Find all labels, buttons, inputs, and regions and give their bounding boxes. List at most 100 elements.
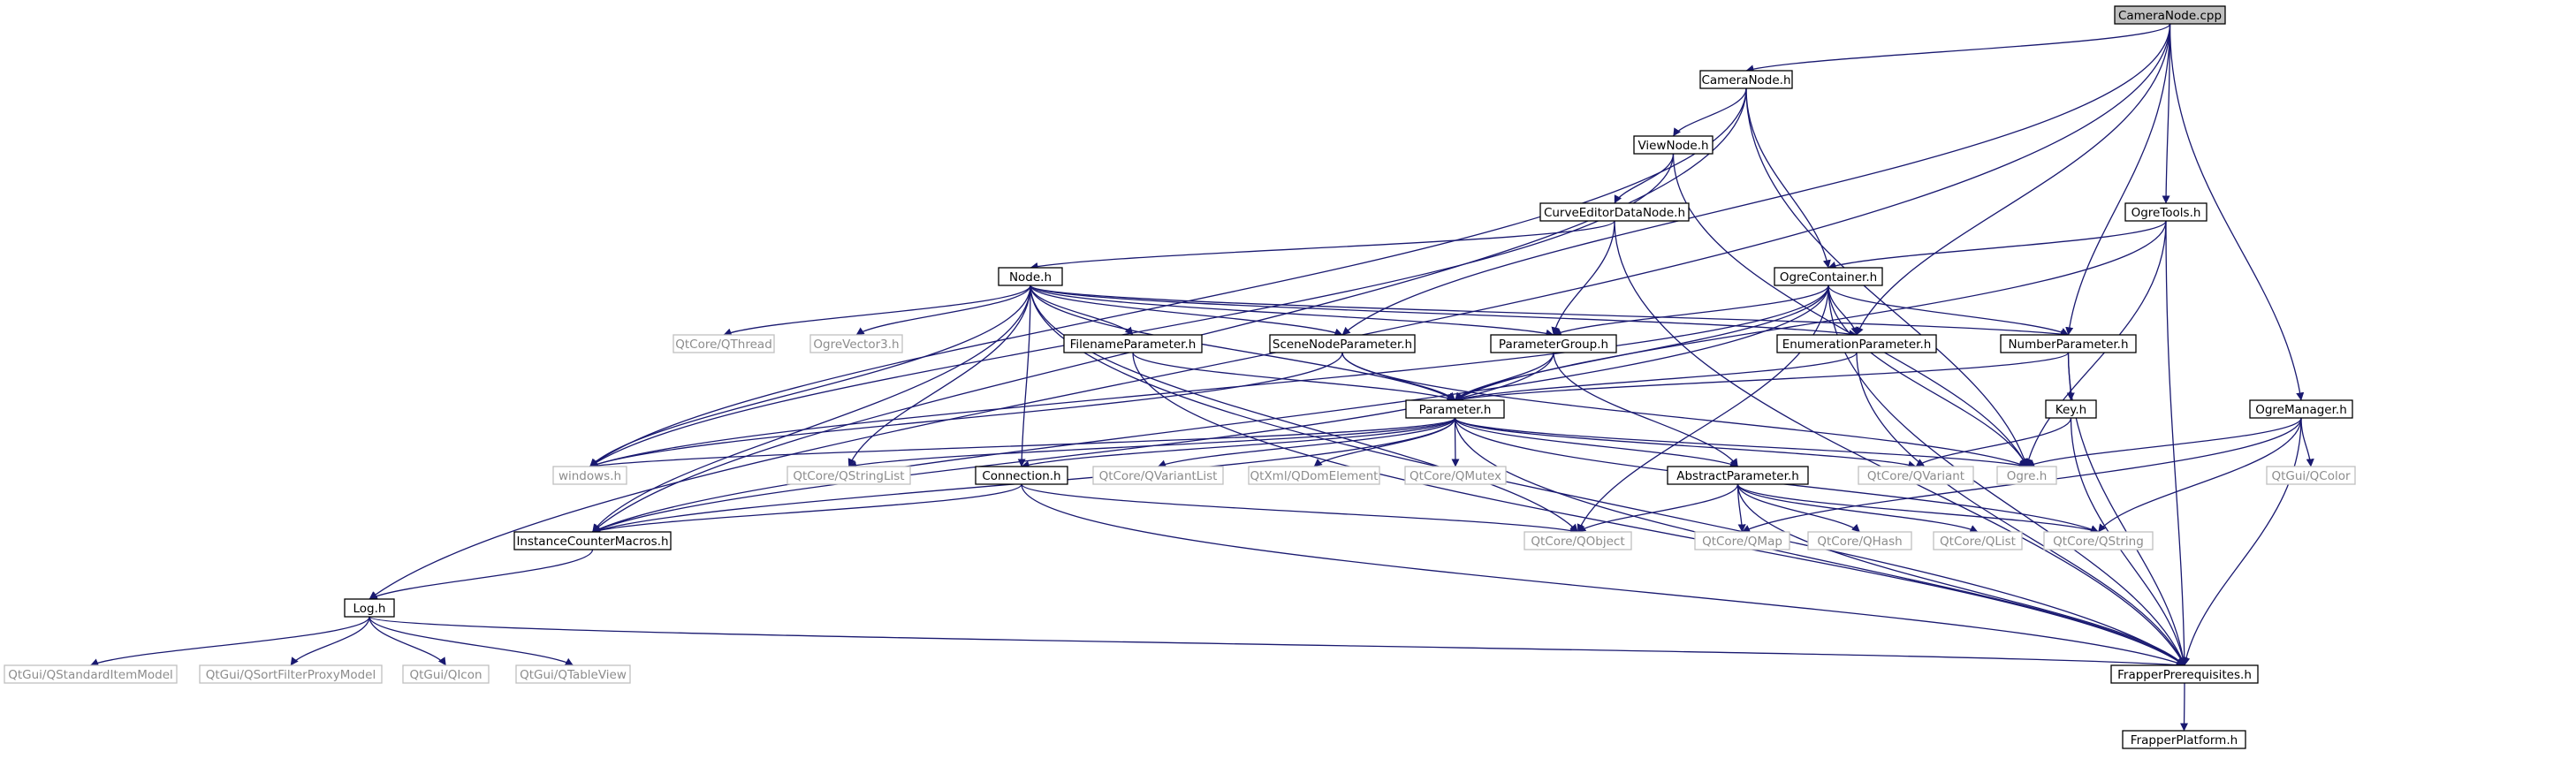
edge-abstractparameter_h-to-qhash <box>1736 483 1860 533</box>
node-qstring[interactable]: QtCore/QString <box>2043 531 2154 550</box>
node-label-connection_h: Connection.h <box>982 469 1060 483</box>
node-box-qmap <box>1694 531 1790 550</box>
edge-cameranode_h-to-instancecountermacros_h <box>592 87 1747 533</box>
edge-cameranode_cpp-to-ogremanager_h <box>2169 23 2305 401</box>
node-label-cameranode_cpp: CameraNode.cpp <box>2118 9 2222 23</box>
node-filenameparameter_h[interactable]: FilenameParameter.h <box>1063 334 1203 353</box>
node-ogremanager_h[interactable]: OgreManager.h <box>2249 399 2353 419</box>
node-label-qmap: QtCore/QMap <box>1702 535 1782 549</box>
node-label-qstring: QtCore/QString <box>2053 535 2144 549</box>
node-ogretools_h[interactable]: OgreTools.h <box>2124 202 2207 222</box>
edges-layer <box>90 23 2314 732</box>
node-viewnode_h[interactable]: ViewNode.h <box>1633 135 1714 155</box>
node-box-qhash <box>1807 531 1912 550</box>
node-qthread[interactable]: QtCore/QThread <box>672 334 775 353</box>
edge-node_h-to-windows_h <box>589 285 1031 467</box>
node-qlist[interactable]: QtCore/QList <box>1933 531 2023 550</box>
node-parametergroup_h[interactable]: ParameterGroup.h <box>1490 334 1617 353</box>
node-label-scenenodeparameter_h: SceneNodeParameter.h <box>1273 338 1412 352</box>
nodes-layer: CameraNode.cppCameraNode.hViewNode.hCurv… <box>4 5 2356 749</box>
edge-log_h-to-qsortfilterproxymodel <box>290 616 370 666</box>
edge-parameter_h-to-qvariant <box>1454 417 1917 469</box>
edge-cameranode_h-to-viewnode_h <box>1672 87 1747 137</box>
node-box-connection_h <box>975 466 1068 485</box>
edge-abstractparameter_h-to-qobject <box>1577 483 1739 533</box>
node-node_h[interactable]: Node.h <box>998 267 1063 286</box>
edge-viewnode_h-to-ogre_h <box>1672 153 2028 467</box>
node-ogrecontainer_h[interactable]: OgreContainer.h <box>1774 267 1883 286</box>
edge-log_h-to-qstandarditemmodel <box>90 616 370 666</box>
node-label-qlist: QtCore/QList <box>1940 535 2016 549</box>
node-ogre_h[interactable]: Ogre.h <box>1996 466 2057 485</box>
edge-log_h-to-qicon <box>369 616 447 666</box>
edge-parameter_h-to-qvariantlist <box>1158 417 1456 468</box>
node-numberparameter_h[interactable]: NumberParameter.h <box>2000 334 2137 353</box>
edge-node_h-to-parameter_h <box>1030 285 1455 401</box>
node-box-ogrecontainer_h <box>1774 267 1883 286</box>
edge-ogrecontainer_h-to-windows_h <box>589 285 1829 468</box>
node-cameranode_h[interactable]: CameraNode.h <box>1699 70 1793 89</box>
edge-ogrecontainer_h-to-numberparameter_h <box>1828 285 2069 336</box>
node-qobject[interactable]: QtCore/QObject <box>1524 531 1632 550</box>
edge-scenenodeparameter_h-to-ogre_h <box>1341 352 2027 468</box>
edge-key_h-to-frapperprerequisites_h <box>2070 417 2187 666</box>
node-key_h[interactable]: Key.h <box>2045 399 2097 419</box>
node-cameranode_cpp[interactable]: CameraNode.cpp <box>2114 5 2226 25</box>
edge-scenenodeparameter_h-to-windows_h <box>589 352 1343 468</box>
node-windows_h[interactable]: windows.h <box>552 466 627 485</box>
node-label-ogrevector3_h: OgreVector3.h <box>813 338 899 352</box>
node-frapperprerequisites_h[interactable]: FrapperPrerequisites.h <box>2110 664 2259 684</box>
node-qdomelement[interactable]: QtXml/QDomElement <box>1248 466 1380 485</box>
edge-ogrecontainer_h-to-ogre_h <box>1828 285 2028 467</box>
node-qmap[interactable]: QtCore/QMap <box>1694 531 1790 550</box>
node-label-frapperplatform_h: FrapperPlatform.h <box>2131 733 2238 748</box>
edge-parametergroup_h-to-instancecountermacros_h <box>592 352 1554 533</box>
node-qvariantlist[interactable]: QtCore/QVariantList <box>1092 466 1224 485</box>
node-log_h[interactable]: Log.h <box>344 598 395 618</box>
node-qmutex[interactable]: QtCore/QMutex <box>1404 466 1507 485</box>
node-qstandarditemmodel[interactable]: QtGui/QStandardItemModel <box>4 664 178 684</box>
node-abstractparameter_h[interactable]: AbstractParameter.h <box>1667 466 1809 485</box>
node-box-qstandarditemmodel <box>4 664 178 684</box>
edge-node_h-to-enumerationparameter_h <box>1030 285 1858 338</box>
edge-cameranode_cpp-to-cameranode_h <box>1745 23 2171 73</box>
edge-cameranode_h-to-windows_h <box>589 87 1747 467</box>
edge-viewnode_h-to-curveeditordatanode_h <box>1614 153 1675 204</box>
edge-parameter_h-to-connection_h <box>1021 417 1456 469</box>
node-qicon[interactable]: QtGui/QIcon <box>402 664 490 684</box>
node-parameter_h[interactable]: Parameter.h <box>1405 399 1505 419</box>
edge-node_h-to-numberparameter_h <box>1030 285 2069 338</box>
node-frapperplatform_h[interactable]: FrapperPlatform.h <box>2122 730 2246 749</box>
node-box-abstractparameter_h <box>1667 466 1809 485</box>
edge-filenameparameter_h-to-frapperprerequisites_h <box>1132 352 2185 666</box>
node-qhash[interactable]: QtCore/QHash <box>1807 531 1912 550</box>
node-box-instancecountermacros_h <box>513 531 672 550</box>
node-ogrevector3_h[interactable]: OgreVector3.h <box>809 334 903 353</box>
edge-ogrecontainer_h-to-instancecountermacros_h <box>592 285 1829 533</box>
node-label-curveeditordatanode_h: CurveEditorDataNode.h <box>1544 206 1685 220</box>
edge-numberparameter_h-to-parameter_h <box>1455 352 2070 403</box>
node-label-ogremanager_h: OgreManager.h <box>2255 403 2347 417</box>
node-scenenodeparameter_h[interactable]: SceneNodeParameter.h <box>1269 334 1416 353</box>
node-label-qvariant: QtCore/QVariant <box>1867 469 1964 483</box>
node-box-ogremanager_h <box>2249 399 2353 419</box>
edge-node_h-to-parametergroup_h <box>1030 285 1554 338</box>
edge-ogremanager_h-to-frapperprerequisites_h <box>2182 417 2302 666</box>
node-curveeditordatanode_h[interactable]: CurveEditorDataNode.h <box>1539 202 1690 222</box>
node-box-qthread <box>672 334 775 353</box>
node-qsortfilterproxymodel[interactable]: QtGui/QSortFilterProxyModel <box>199 664 383 684</box>
node-qvariant[interactable]: QtCore/QVariant <box>1858 466 1974 485</box>
node-qstringlist[interactable]: QtCore/QStringList <box>786 466 911 485</box>
node-qtableview[interactable]: QtGui/QTableView <box>515 664 631 684</box>
node-box-filenameparameter_h <box>1063 334 1203 353</box>
edge-log_h-to-qtableview <box>369 616 574 666</box>
node-instancecountermacros_h[interactable]: InstanceCounterMacros.h <box>513 531 672 550</box>
node-box-curveeditordatanode_h <box>1539 202 1690 222</box>
node-connection_h[interactable]: Connection.h <box>975 466 1068 485</box>
node-label-qtableview: QtGui/QTableView <box>520 668 627 682</box>
node-enumerationparameter_h[interactable]: EnumerationParameter.h <box>1776 334 1937 353</box>
node-box-frapperprerequisites_h <box>2110 664 2259 684</box>
node-qcolor[interactable]: QtGui/QColor <box>2266 466 2356 485</box>
node-box-cameranode_h <box>1699 70 1793 89</box>
edge-ogrecontainer_h-to-qobject <box>1577 285 1829 533</box>
